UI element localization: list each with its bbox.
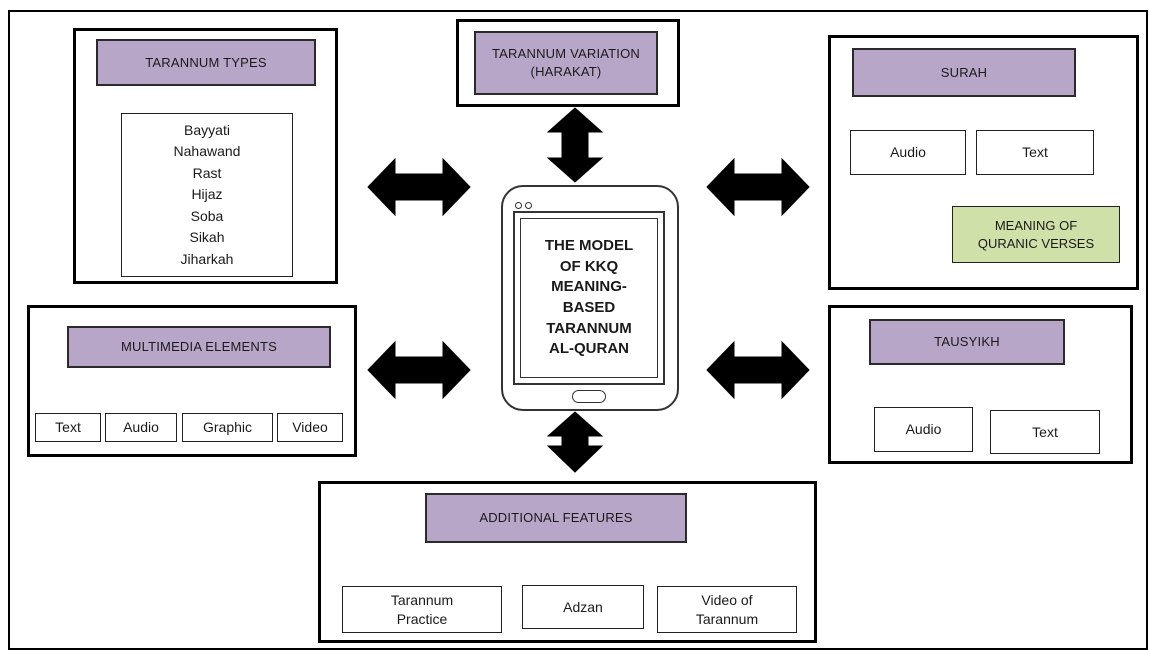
additional-feature-item: Tarannum Practice — [342, 586, 502, 633]
meaning-of-quranic-verses-box: MEANING OF QURANIC VERSES — [952, 206, 1120, 263]
phone-frame: THE MODEL OF KKQ MEANING- BASED TARANNUM… — [501, 185, 679, 411]
tausyikh-text-box: Text — [990, 410, 1100, 454]
additional-feature-item: Adzan — [522, 585, 644, 629]
double-arrow-icon — [367, 157, 471, 217]
tarannum-type-item: Rast — [192, 164, 222, 181]
double-arrow-icon — [706, 157, 810, 217]
tarannum-type-item: Bayyati — [184, 121, 230, 138]
double-arrow-icon — [367, 340, 471, 400]
multimedia-item: Audio — [105, 413, 177, 442]
double-vertical-arrow-icon — [546, 411, 604, 473]
tarannum-type-item: Hijaz — [191, 186, 223, 203]
multimedia-item: Video — [277, 413, 343, 442]
tarannum-type-item: Soba — [190, 207, 224, 224]
multimedia-elements-title: MULTIMEDIA ELEMENTS — [67, 326, 331, 368]
additional-features-title: ADDITIONAL FEATURES — [425, 493, 687, 543]
tarannum-type-item: Sikah — [189, 229, 225, 246]
surah-audio-box: Audio — [850, 130, 966, 175]
tarannum-type-item: Jiharkah — [180, 250, 234, 267]
tausyikh-title: TAUSYIKH — [869, 319, 1065, 365]
tarannum-types-title: TARANNUM TYPES — [96, 39, 316, 86]
center-model-title: THE MODEL OF KKQ MEANING- BASED TARANNUM… — [520, 218, 658, 378]
double-vertical-arrow-icon — [546, 107, 604, 183]
surah-text-box: Text — [976, 130, 1094, 175]
multimedia-item: Graphic — [182, 413, 273, 442]
phone-home-button-icon — [572, 390, 606, 403]
surah-title: SURAH — [852, 48, 1076, 97]
double-arrow-icon — [706, 340, 810, 400]
multimedia-item: Text — [35, 413, 101, 442]
phone-speaker-icon — [515, 196, 535, 209]
additional-feature-item: Video of Tarannum — [657, 586, 797, 633]
tausyikh-audio-box: Audio — [874, 407, 973, 452]
phone-screen: THE MODEL OF KKQ MEANING- BASED TARANNUM… — [513, 211, 665, 385]
tarannum-type-item: Nahawand — [173, 143, 241, 160]
tarannum-variation-title: TARANNUM VARIATION (HARAKAT) — [474, 31, 658, 95]
